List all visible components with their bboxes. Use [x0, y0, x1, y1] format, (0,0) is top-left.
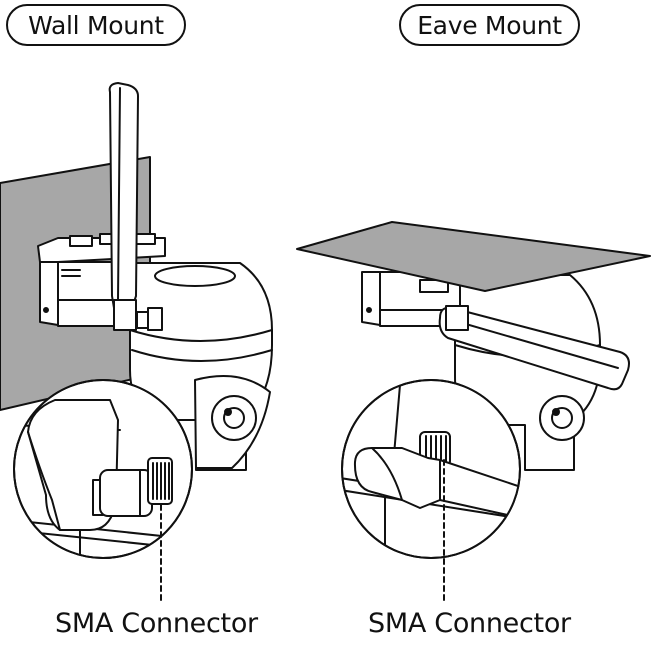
eave-mount-scene [297, 222, 650, 600]
wall-mount-title-text: Wall Mount [28, 10, 164, 40]
sma-connector-label-left: SMA Connector [55, 608, 258, 639]
sma-connector-label-right: SMA Connector [368, 608, 571, 639]
eave-mount-title: Eave Mount [399, 4, 580, 46]
antenna-icon [110, 83, 162, 330]
sma-connector-icon [148, 458, 172, 504]
eave-mount-title-text: Eave Mount [417, 10, 562, 40]
wall-mount-scene [0, 83, 272, 600]
connector-detail-magnifier [340, 380, 530, 560]
connector-detail-magnifier [10, 380, 200, 560]
eave-surface [297, 222, 650, 291]
wall-mount-title: Wall Mount [6, 4, 186, 46]
antenna-icon [440, 306, 629, 389]
